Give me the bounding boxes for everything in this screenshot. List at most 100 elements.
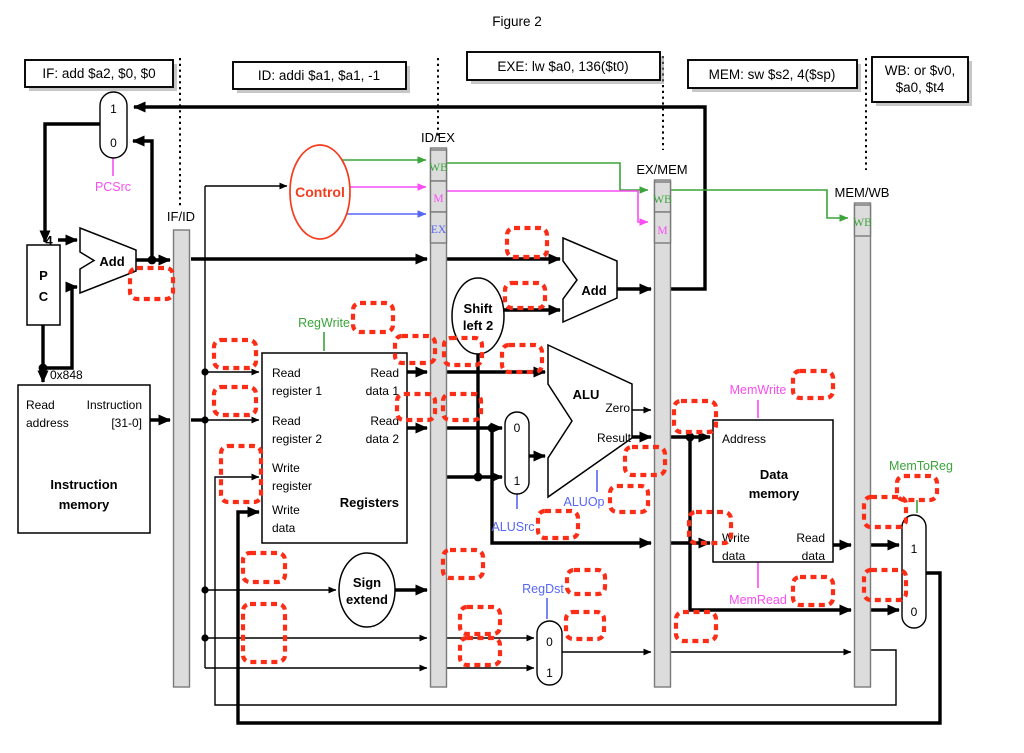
regs-writedata-line1: Write (272, 503, 300, 517)
blank-idex-writedata (440, 547, 486, 581)
imem-title1: Instruction (50, 477, 117, 492)
shift-left-2-oval (451, 277, 505, 355)
regs-readdata2-line1: Read (370, 414, 399, 428)
exmem-label: EX/MEM (636, 162, 687, 177)
regs-readdata1-line1: Read (370, 366, 399, 380)
shift-left-2-unit: Shift left 2 (451, 277, 505, 355)
wire-result-bypass-to-memwb (688, 437, 852, 616)
wire-m-idex-to-exmem (447, 190, 649, 226)
blank-dmem-writedata (686, 509, 734, 546)
branch-adder: Add (562, 236, 618, 324)
exmem-m-cell (653, 211, 672, 244)
idex-wb-text: WB (429, 162, 448, 174)
exmem-m-text: M (657, 225, 667, 237)
memwb-wb-cell (853, 204, 872, 237)
wire-regnum-feedback (214, 473, 897, 706)
stage-wb-label-line2: $a0, $t4 (896, 80, 945, 95)
blank-regwrite-value (350, 300, 396, 335)
pc-text-p: P (39, 268, 48, 283)
sign-extend-line2: extend (346, 592, 388, 607)
data-memory-box (712, 419, 834, 563)
imem-instruction: Instruction (87, 398, 142, 412)
pcsrc-mux-body (99, 91, 128, 159)
control-oval (289, 144, 351, 240)
pc-box (26, 244, 61, 326)
imem-bits: [31-0] (111, 416, 142, 430)
regs-title: Registers (340, 495, 399, 510)
regs-writereg-line1: Write (272, 461, 300, 475)
branch-adder-label: Add (581, 283, 606, 298)
wire-junctions (38, 255, 695, 642)
alu-unit: ALU Zero Result ALUOp (547, 343, 633, 509)
imem-address: address (26, 416, 69, 430)
ifid-register (172, 229, 191, 688)
pcsrc-signal-label: PCSrc (95, 180, 131, 194)
stage-mem-label: MEM: sw $s2, 4($sp) (709, 67, 836, 82)
pc-text-c: C (39, 289, 49, 304)
regdst-mux-0: 0 (546, 635, 553, 649)
regwrite-signal-label: RegWrite (298, 316, 350, 330)
regs-readreg1-line1: Read (272, 366, 301, 380)
branch-adder-shape (562, 236, 618, 324)
blank-signext-input (240, 550, 288, 585)
blank-reg-fields (240, 601, 288, 665)
imem-read: Read (26, 398, 55, 412)
blank-pc4-after-adder (127, 265, 176, 302)
control-unit: Control (289, 144, 351, 240)
alusrc-mux-body (504, 411, 530, 495)
figure-title: Figure 2 (492, 14, 542, 29)
sign-extend-oval (338, 552, 396, 628)
memtoreg-mux-body (901, 514, 927, 629)
exmem-wb-text: WB (653, 194, 672, 206)
registers-box (261, 352, 408, 544)
blank-shift-output (502, 280, 548, 311)
four-constant: 4 (45, 233, 53, 248)
dmem-title2: memory (749, 486, 800, 501)
dmem-readdata-line1: Read (796, 531, 825, 545)
sign-extend-unit: Sign extend (338, 552, 396, 628)
wire-writedata-to-exmem (490, 428, 652, 549)
blank-readdata1-right (441, 335, 485, 368)
stage-id-box (232, 61, 407, 90)
stage-wb-box (871, 56, 969, 103)
idex-ex-text: EX (431, 224, 447, 236)
dmem-readdata-line2: data (802, 549, 826, 563)
regdst-mux: 0 1 RegDst (522, 582, 564, 686)
pcsrc-mux-0: 0 (110, 136, 117, 150)
pc-register: P C 0x848 (26, 244, 83, 382)
pcsrc-mux: 1 0 PCSrc (95, 91, 131, 194)
blank-rd-after-idex (457, 635, 503, 668)
regdst-signal-label: RegDst (522, 582, 564, 596)
stage-if-label: IF: add $a2, $0, $0 (42, 66, 155, 81)
instruction-memory: Read address Instruction [31-0] Instruct… (17, 384, 151, 534)
ifid-label: IF/ID (167, 209, 195, 224)
control-wires (112, 156, 918, 619)
memwb-wb-text: WB (853, 217, 872, 229)
regs-readreg2-line2: register 2 (272, 432, 322, 446)
alusrc-mux-1: 1 (514, 474, 521, 488)
if-adder: Add 4 (45, 226, 137, 295)
regs-readdata1-line2: data 1 (366, 384, 400, 398)
regdst-mux-1: 1 (546, 666, 553, 680)
regs-writedata-line2: data (272, 521, 296, 535)
memtoreg-signal-label: MemToReg (889, 459, 953, 473)
blank-readreg2-input (211, 384, 259, 418)
blank-readdata2-right (440, 391, 484, 423)
dmem-writedata-line2: data (722, 549, 746, 563)
blank-alu-input-top (499, 342, 545, 375)
idex-label: ID/EX (421, 130, 455, 145)
dmem-title1: Data (760, 467, 789, 482)
if-adder-shape (79, 226, 137, 295)
shift-left-2-line1: Shift (464, 301, 494, 316)
blank-memtoreg-value (894, 473, 940, 503)
stage-exe-label: EXE: lw $a0, 136($t0) (497, 59, 628, 74)
memwrite-signal-label: MemWrite (730, 383, 787, 397)
blank-mux0-input (861, 567, 909, 603)
alusrc-mux: 0 1 ALUSrc (491, 411, 535, 534)
datapath-wires-thick (37, 101, 942, 725)
memtoreg-mux: 1 0 MemToReg (889, 459, 953, 629)
wire-pc-plus4-to-mux (132, 135, 154, 259)
alu-zero-label: Zero (605, 401, 630, 415)
